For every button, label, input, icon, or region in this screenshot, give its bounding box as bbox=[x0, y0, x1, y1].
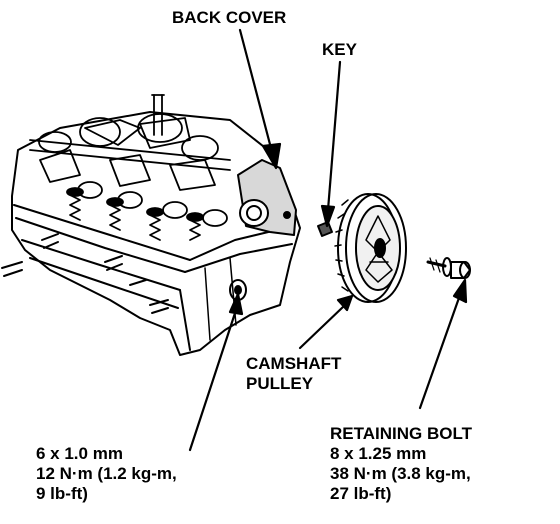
retaining-bolt-label: RETAINING BOLT 8 x 1.25 mm 38 N·m (3.8 k… bbox=[330, 424, 472, 504]
retaining-bolt-line: 8 x 1.25 mm bbox=[330, 444, 427, 463]
camshaft-pulley-label-line: CAMSHAFT bbox=[246, 354, 342, 373]
bolt-spec-label: 6 x 1.0 mm 12 N·m (1.2 kg-m, 9 lb-ft) bbox=[36, 444, 177, 504]
woodruff-key bbox=[317, 221, 333, 237]
camshaft-pulley-label: CAMSHAFT PULLEY bbox=[246, 354, 341, 394]
camshaft-pulley-label-line: PULLEY bbox=[246, 374, 314, 393]
leader-lines bbox=[188, 28, 468, 452]
key-label: KEY bbox=[322, 40, 357, 59]
bolt-spec-line: 12 N·m (1.2 kg-m, bbox=[36, 464, 177, 483]
bolt-spec-line: 9 lb-ft) bbox=[36, 484, 88, 503]
retaining-bolt-line: 27 lb-ft) bbox=[330, 484, 392, 503]
camshaft-pulley bbox=[334, 193, 407, 303]
bolt-spec-line: 6 x 1.0 mm bbox=[36, 444, 123, 463]
back-cover bbox=[237, 159, 297, 236]
back-cover-label: BACK COVER bbox=[172, 8, 287, 27]
retaining-bolt bbox=[426, 257, 471, 279]
retaining-bolt-line: RETAINING BOLT bbox=[330, 424, 472, 443]
cylinder-head bbox=[1, 111, 301, 356]
retaining-bolt-line: 38 N·m (3.8 kg-m, bbox=[330, 464, 471, 483]
rocker-arm-assembly bbox=[29, 94, 231, 241]
